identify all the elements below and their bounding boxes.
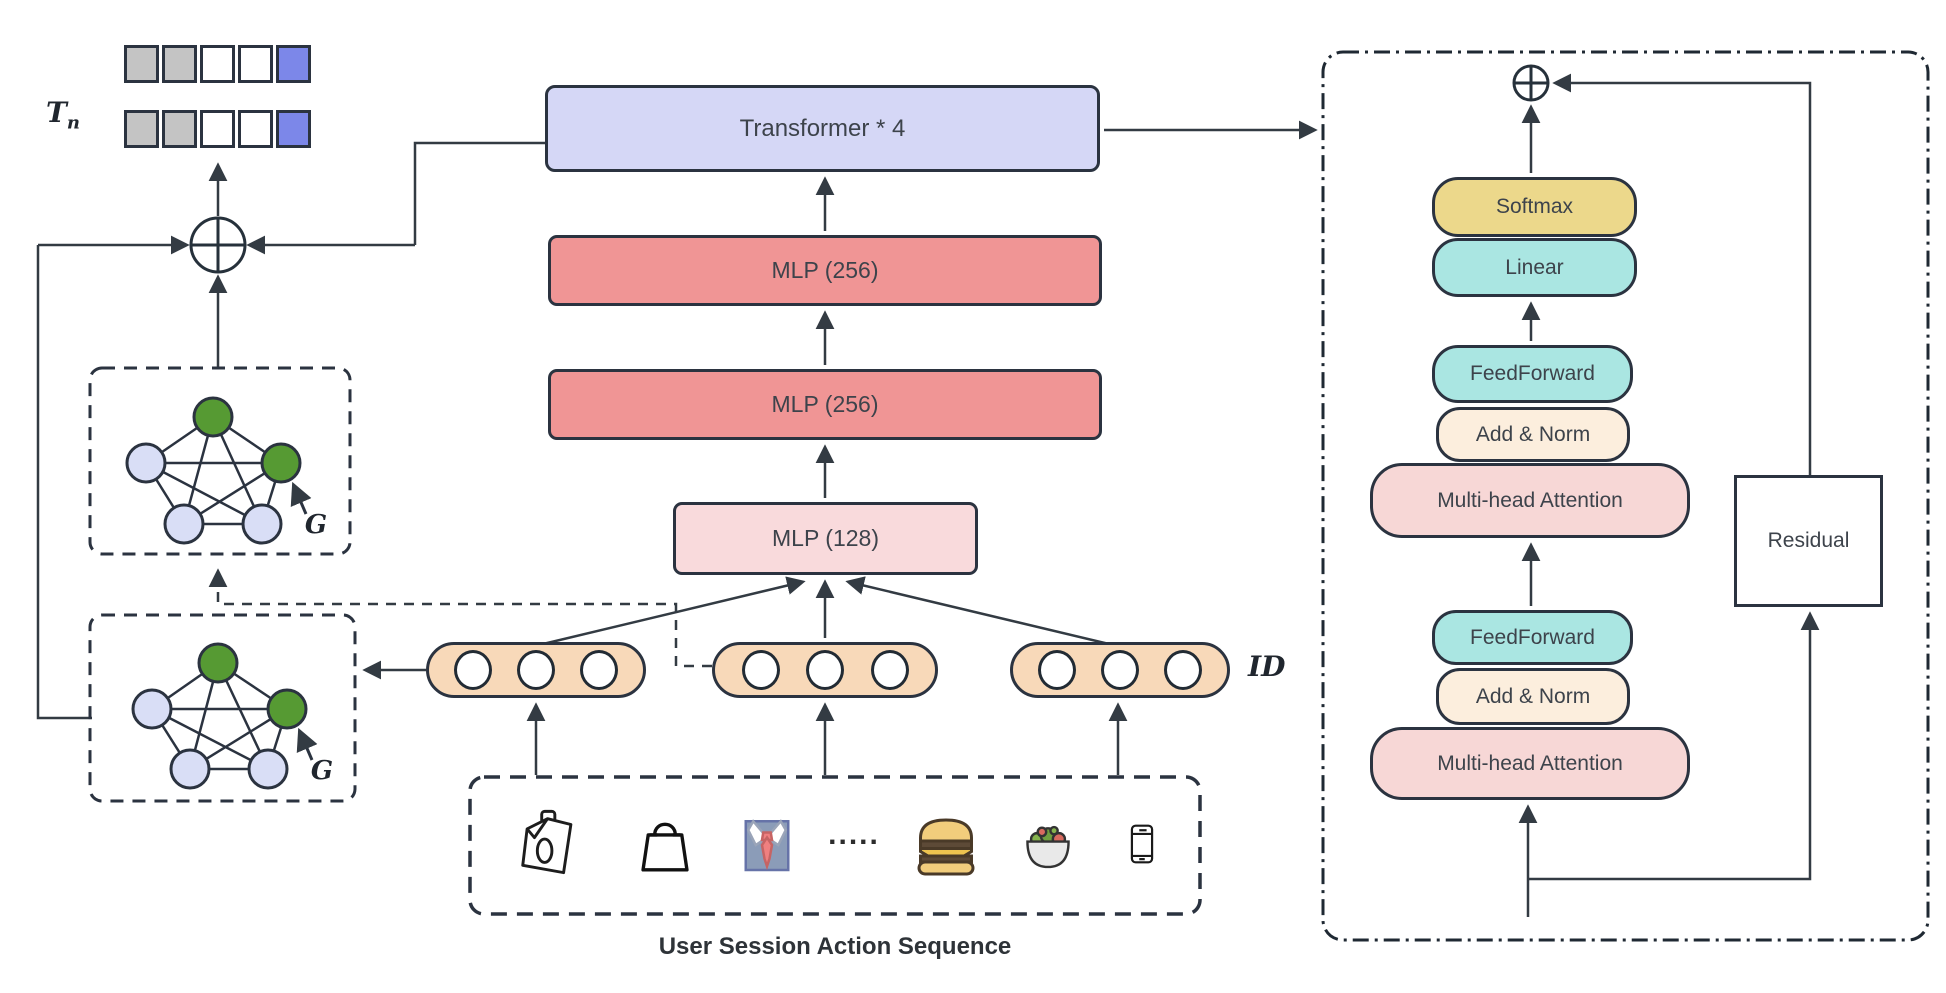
add-norm-block-2: Add & Norm [1436, 668, 1630, 725]
burger-icon [909, 808, 983, 880]
graph-label-bottom: G [310, 756, 334, 786]
embedding-circle [1038, 650, 1076, 690]
embedding-circle [741, 650, 780, 690]
ellipsis-icon: ..... [828, 818, 880, 851]
graph-node-lavender [125, 442, 167, 484]
transformer-box: Transformer * 4 [545, 85, 1100, 172]
sum-node-right [1512, 64, 1550, 102]
graph-node-green [260, 442, 302, 484]
embedding-circle [870, 650, 909, 690]
block-arrows [1518, 73, 1820, 917]
embedding-cell-white [238, 110, 273, 148]
embedding-cell-gray [162, 45, 197, 83]
embedding-cell-white [200, 45, 235, 83]
arrow-residual-to-sum [1552, 73, 1812, 475]
embedding-cell-white [200, 110, 235, 148]
g-label-arrow [290, 481, 312, 515]
id-embedding-pill-1 [426, 642, 646, 698]
graph-box-top [88, 366, 352, 556]
mlp-256-bottom-box: MLP (256) [548, 369, 1102, 440]
tn-main: T [46, 96, 67, 129]
add-norm-block-1: Add & Norm [1436, 407, 1630, 462]
output-embedding-row-2 [124, 110, 311, 148]
graph-node-green [266, 688, 308, 730]
arrow-leftpill-to-mlp128 [542, 576, 806, 646]
embedding-cell-white [238, 45, 273, 83]
left-routing [36, 141, 712, 720]
embedding-circle [1101, 650, 1139, 690]
graph-bottom-nodes [131, 642, 308, 790]
graph-bottom [131, 642, 318, 790]
feedforward-block-1: FeedForward [1432, 345, 1633, 403]
graph-node-lavender [131, 688, 173, 730]
smartphone-icon [1120, 806, 1164, 882]
linear-block: Linear [1432, 238, 1637, 297]
embedding-circle [454, 650, 492, 690]
id-label: ID [1248, 650, 1286, 683]
center-arrows [526, 120, 1318, 775]
salad-bowl-icon [1018, 815, 1078, 873]
graph-to-sum-elbow [36, 245, 92, 720]
embedding-cell-blue [276, 45, 311, 83]
graph-node-green [192, 396, 234, 438]
embedding-circle [517, 650, 555, 690]
graph-node-lavender [241, 503, 283, 545]
arrow-rightpill-to-mlp128 [845, 576, 1110, 646]
id-embedding-pill-3 [1010, 642, 1230, 698]
embedding-circle [806, 650, 844, 690]
tn-sub: n [66, 112, 80, 134]
embedding-cell-gray [124, 45, 159, 83]
arrow-input-to-residual [1528, 611, 1820, 881]
id-embedding-pill-2 [712, 642, 938, 698]
graph-top [125, 396, 312, 545]
feedforward-block-2: FeedForward [1432, 610, 1633, 665]
g-label-arrow [296, 727, 318, 761]
shirt-and-tie-icon [737, 812, 797, 878]
graph-label-top: G [304, 510, 328, 540]
graph-node-lavender [247, 748, 289, 790]
output-embedding-row-1 [124, 45, 311, 83]
mlp-128-box: MLP (128) [673, 502, 978, 575]
embedding-cell-gray [124, 110, 159, 148]
shopping-bag-icon [634, 810, 696, 878]
graph-top-nodes [125, 396, 302, 545]
multi-head-attention-block-2: Multi-head Attention [1370, 727, 1690, 800]
graph-node-lavender [163, 503, 205, 545]
embedding-cell-gray [162, 110, 197, 148]
transformer-to-sum-elbow [413, 141, 545, 245]
graph-node-green [197, 642, 239, 684]
embedding-cell-blue [276, 110, 311, 148]
session-icons-box [468, 775, 1202, 916]
session-caption: User Session Action Sequence [658, 933, 1012, 960]
transformer-block-panel [1321, 50, 1930, 942]
multi-head-attention-block-1: Multi-head Attention [1370, 463, 1690, 538]
milk-carton-icon [514, 800, 584, 884]
residual-box: Residual [1734, 475, 1883, 607]
sum-node-left [189, 216, 247, 274]
dashed-pill-to-graph [208, 568, 712, 668]
embedding-circle [1164, 650, 1202, 690]
graph-box-bottom [88, 613, 357, 803]
mlp-256-top-box: MLP (256) [548, 235, 1102, 306]
output-embedding-label: Tn [46, 96, 106, 136]
graph-node-lavender [169, 748, 211, 790]
softmax-block: Softmax [1432, 177, 1637, 237]
embedding-circle [580, 650, 618, 690]
